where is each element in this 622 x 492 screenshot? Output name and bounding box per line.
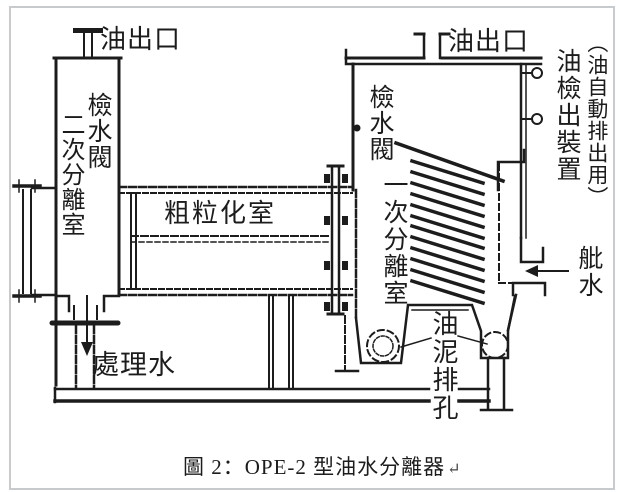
treated-water-arrowhead	[81, 342, 93, 356]
sludge-drain-label: 油泥排孔	[429, 310, 459, 422]
pipe-stubs	[30, 186, 58, 297]
treated-water-label: 處理水	[92, 350, 176, 380]
probe-lower	[477, 115, 523, 124]
coalescer-left-wall	[127, 192, 140, 290]
outlet-pipe	[74, 324, 96, 390]
coalescing-chamber-label: 粗粒化室	[164, 199, 277, 228]
caption-text: 圖 2：OPE-2 型油水分離器	[183, 455, 446, 479]
oil-outlet-fitting-left	[73, 28, 103, 33]
left-check-valve-label: 檢水閥	[84, 92, 111, 170]
external-pipe	[22, 189, 32, 294]
flange-plate	[330, 164, 341, 316]
left-tank	[12, 28, 123, 390]
right-tank	[344, 32, 569, 412]
external-pipe-flanges	[12, 184, 42, 298]
probe-upper	[477, 69, 523, 78]
base-frame	[53, 386, 491, 404]
right-check-valve-label: 檢水閥	[366, 84, 393, 162]
support-legs	[268, 294, 294, 390]
sludge-hole-left-outer	[366, 329, 400, 363]
flange-caps	[326, 164, 345, 316]
coalescer-duct	[117, 164, 360, 390]
bilge-inlet-upper-bracket	[519, 236, 545, 264]
funnel-steps	[54, 294, 121, 313]
sludge-hole-left-inner	[372, 335, 394, 357]
oil-weir-box	[496, 148, 526, 192]
bilge-inlet-lower-bracket	[511, 281, 547, 297]
page-border	[9, 6, 615, 490]
bilge-water-label: 舭水	[575, 245, 602, 299]
flange-bolt-heads	[324, 174, 348, 311]
left-oil-outlet-label: 油出口	[100, 25, 182, 54]
figure-caption: 圖 2：OPE-2 型油水分離器↵	[183, 451, 462, 481]
check-valve-dot	[353, 124, 361, 132]
flange-bolts	[18, 179, 36, 303]
probe-upper-fitting	[531, 67, 543, 79]
vent-stub	[422, 32, 442, 60]
return-mark: ↵	[447, 461, 462, 478]
sludge-hole-right	[481, 331, 509, 359]
oil-outlet-stem-left	[83, 32, 93, 58]
bilge-arrowhead	[525, 265, 538, 277]
outlet-bolts	[73, 305, 98, 322]
oil-detector-label: 油檢出裝置	[553, 48, 580, 183]
sludge-leader-lines	[400, 335, 488, 348]
probe-lower-fitting	[531, 113, 543, 125]
tilted-plate-pack	[393, 140, 506, 306]
oil-detector-note-label: （油自動排出用）	[584, 32, 609, 208]
right-tank-lid-inner	[344, 48, 543, 66]
right-oil-outlet-label: 油出口	[448, 27, 530, 56]
secondary-chamber-label: 二次分離室	[56, 112, 83, 237]
primary-chamber-label: 一次分離室	[380, 172, 407, 307]
